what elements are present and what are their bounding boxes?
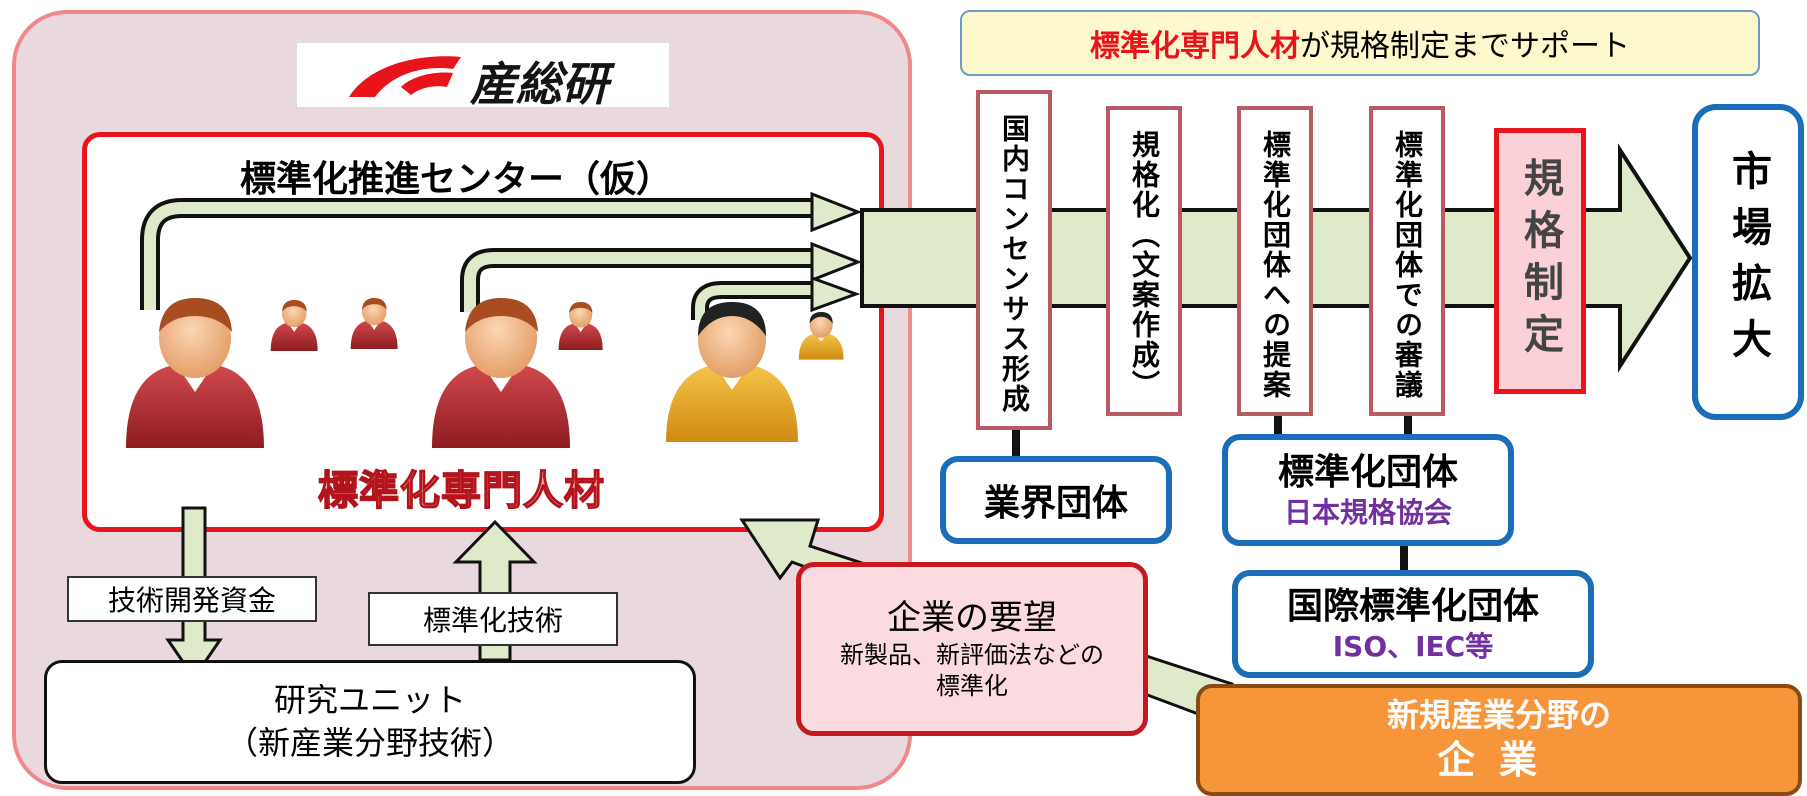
aist-logo-icon xyxy=(349,56,461,97)
person-icon xyxy=(798,312,844,360)
tech-label: 標準化技術 xyxy=(368,592,618,646)
request-desc-line1: 新製品、新評価法などの xyxy=(840,640,1104,669)
stage-domestic-consensus: 国内コンセンサス形成 xyxy=(976,90,1052,430)
stage-drafting: 規格化（文案作成） xyxy=(1106,106,1182,416)
experts-label: 標準化専門人材 xyxy=(317,467,605,515)
industry-group-box: 業界団体 xyxy=(940,456,1172,544)
logo-box xyxy=(296,42,670,108)
company-line1: 新規産業分野の xyxy=(1386,695,1611,734)
intl-standards-body-box: 国際標準化団体 ISO、IEC等 xyxy=(1232,570,1594,678)
standards-title: 標準化団体 xyxy=(1277,452,1458,493)
request-desc-line2: 標準化 xyxy=(936,672,1008,701)
intl-sub: ISO、IEC等 xyxy=(1332,630,1494,663)
company-line2: 企業 xyxy=(1436,738,1561,783)
research-unit-box: 研究ユニット （新産業分野技術） xyxy=(44,660,696,784)
funds-label: 技術開発資金 xyxy=(67,576,317,622)
standards-sub: 日本規格協会 xyxy=(1283,496,1452,529)
support-highlight: 標準化専門人材 xyxy=(1090,29,1300,64)
company-request-box: 企業の要望 新製品、新評価法などの 標準化 xyxy=(796,562,1148,736)
stage-deliberation: 標準化団体での審議 xyxy=(1369,106,1445,416)
person-icon xyxy=(126,298,264,448)
person-icon xyxy=(270,300,318,351)
stage-standard-established: 規格制定 xyxy=(1494,128,1586,394)
standards-body-box: 標準化団体 日本規格協会 xyxy=(1222,434,1514,546)
market-expansion-box: 市場拡大 xyxy=(1692,104,1804,420)
person-icon xyxy=(432,298,570,448)
person-icon xyxy=(350,298,398,349)
person-icon xyxy=(558,302,603,350)
person-icon xyxy=(666,302,798,442)
unit-line1: 研究ユニット xyxy=(273,680,466,719)
unit-line2: （新産業分野技術） xyxy=(225,724,514,762)
support-rest: が規格制定までサポート xyxy=(1300,29,1630,64)
industry-label: 業界団体 xyxy=(983,483,1128,524)
center-title: 標準化推進センター（仮） xyxy=(240,159,673,200)
logo-text: 産総研 xyxy=(470,57,608,111)
company-box: 新規産業分野の 企業 xyxy=(1196,684,1802,796)
intl-title: 国際標準化団体 xyxy=(1286,586,1539,627)
request-title: 企業の要望 xyxy=(887,597,1057,638)
support-banner: 標準化専門人材が規格制定までサポート xyxy=(960,10,1760,76)
stage-proposal: 標準化団体への提案 xyxy=(1237,106,1313,416)
